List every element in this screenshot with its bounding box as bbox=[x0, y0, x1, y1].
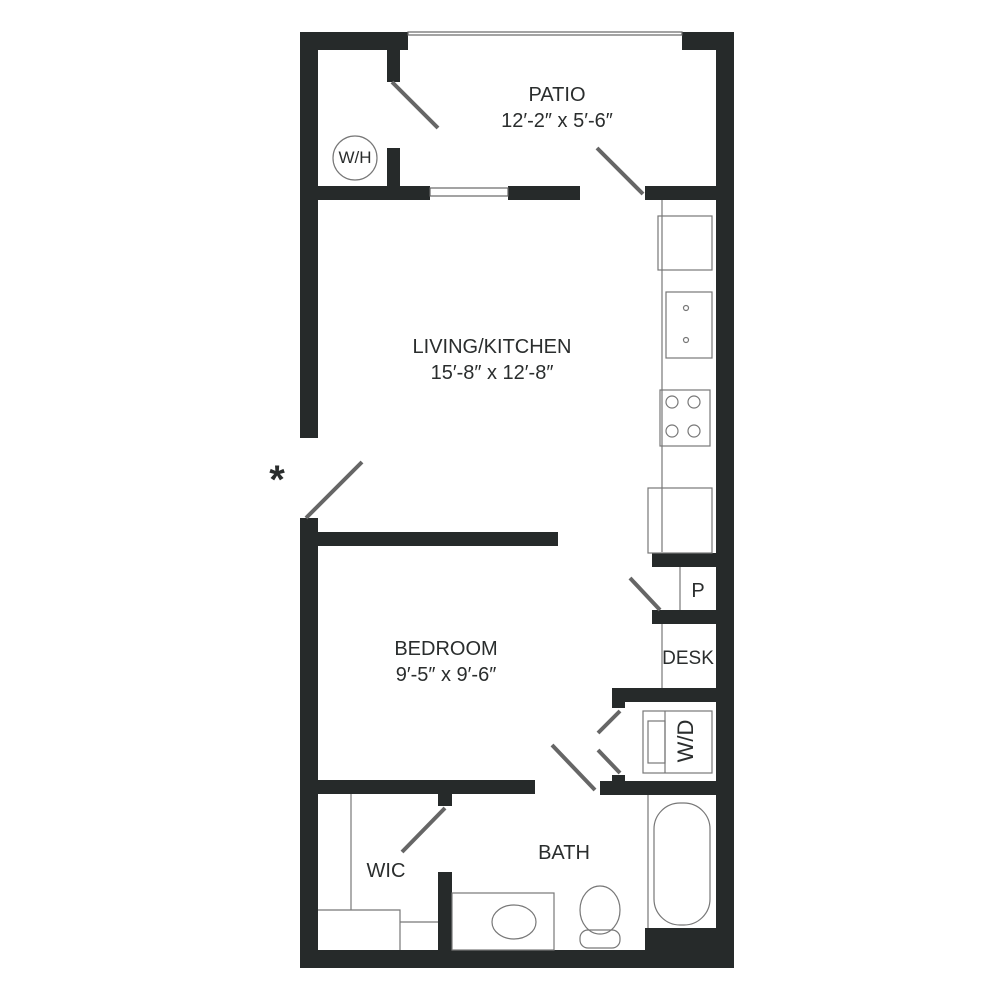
wall bbox=[300, 950, 734, 968]
kitchen-sink bbox=[665, 291, 713, 359]
burner bbox=[665, 424, 679, 438]
wall bbox=[387, 50, 400, 82]
room-name: BEDROOM bbox=[394, 638, 498, 660]
vanity bbox=[451, 892, 555, 951]
burner bbox=[665, 395, 679, 409]
bathtub bbox=[653, 802, 711, 926]
wall bbox=[438, 872, 452, 950]
room-label-bedroom: BEDROOM 9′-5″ x 9′-6″ bbox=[394, 636, 497, 688]
water-heater-label: W/H bbox=[338, 148, 372, 167]
wall bbox=[645, 928, 716, 950]
room-size: 9′-5″ x 9′-6″ bbox=[395, 664, 497, 686]
room-label-bath: BATH bbox=[538, 842, 590, 864]
windows-and-doors bbox=[304, 31, 683, 854]
room-name: LIVING/KITCHEN bbox=[412, 336, 572, 358]
toilet-bowl bbox=[579, 885, 621, 935]
entry-door bbox=[304, 460, 364, 520]
wall bbox=[652, 610, 716, 624]
burner bbox=[687, 395, 701, 409]
room-size: 15′-8″ x 12′-8″ bbox=[430, 362, 554, 384]
washer-dryer bbox=[642, 710, 713, 774]
sink-drain bbox=[682, 336, 690, 344]
wall bbox=[387, 148, 400, 188]
wall bbox=[300, 32, 408, 50]
door-swing bbox=[400, 806, 447, 854]
wall bbox=[300, 518, 318, 968]
wall bbox=[438, 794, 452, 806]
wall bbox=[508, 186, 580, 200]
closet-shelf bbox=[318, 909, 401, 950]
entry-marker: * bbox=[269, 458, 285, 502]
sink-drain bbox=[682, 304, 690, 312]
room-label-desk: DESK bbox=[662, 648, 714, 669]
washer-dryer-panel bbox=[647, 720, 666, 764]
door-swing bbox=[596, 748, 622, 775]
wall bbox=[600, 781, 716, 795]
door-swing bbox=[390, 80, 440, 130]
door-swing bbox=[595, 146, 645, 196]
room-name: PATIO bbox=[528, 84, 586, 106]
water-heater bbox=[332, 135, 378, 181]
sliding-window bbox=[429, 187, 509, 197]
wall bbox=[318, 532, 558, 546]
fixtures bbox=[318, 135, 713, 951]
wall bbox=[716, 32, 734, 968]
room-label-living-kitchen: LIVING/KITCHEN 15′-8″ x 12′-8″ bbox=[413, 334, 572, 386]
bath-sink bbox=[491, 904, 537, 940]
door-swing bbox=[550, 743, 597, 792]
door-swing bbox=[596, 709, 622, 735]
wall bbox=[645, 186, 716, 200]
room-label-pantry: P bbox=[691, 580, 705, 602]
wall bbox=[318, 780, 535, 794]
stove bbox=[659, 389, 711, 447]
toilet-tank bbox=[579, 929, 621, 949]
walls bbox=[300, 32, 734, 968]
room-label-patio: PATIO 12′-2″ x 5′-6″ bbox=[501, 82, 613, 134]
burner bbox=[687, 424, 701, 438]
wall bbox=[318, 186, 430, 200]
door-swing bbox=[628, 576, 662, 612]
fridge bbox=[657, 215, 713, 271]
wall bbox=[612, 775, 625, 781]
room-size: 12′-2″ x 5′-6″ bbox=[501, 110, 613, 132]
wall bbox=[612, 702, 625, 708]
wall bbox=[652, 553, 716, 567]
wall bbox=[612, 688, 716, 702]
dishwasher bbox=[647, 487, 713, 554]
room-label-wic: WIC bbox=[366, 860, 406, 882]
patio-opening bbox=[407, 31, 683, 36]
wall bbox=[300, 32, 318, 438]
washer-dryer-label: W/D bbox=[673, 719, 698, 763]
